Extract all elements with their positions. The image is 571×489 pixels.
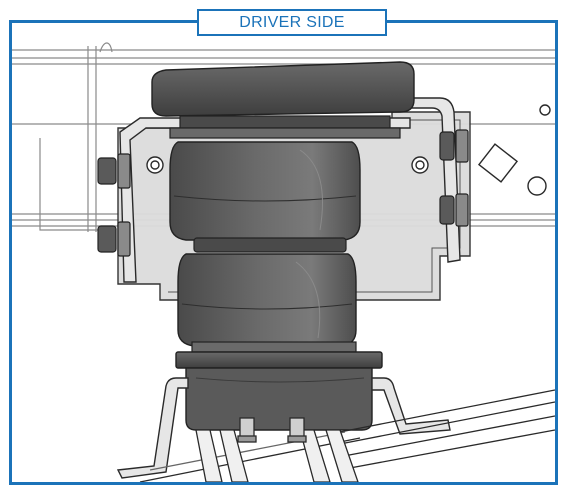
top-cap-plate [151,61,415,117]
suspension-illustration [12,42,555,482]
mounting-bolts [97,129,469,257]
air-spring-bellows-lower [177,253,357,347]
air-spring-bellows [169,141,361,241]
girdle-ring [193,237,347,253]
leaf-spring-axle [139,389,555,482]
frame-cutouts [146,104,551,196]
diagram-frame [9,20,558,485]
u-bolts [195,417,359,482]
diagram-title-tab: DRIVER SIDE [197,9,387,36]
lower-bracket [116,377,189,479]
diagram-title: DRIVER SIDE [239,14,345,31]
